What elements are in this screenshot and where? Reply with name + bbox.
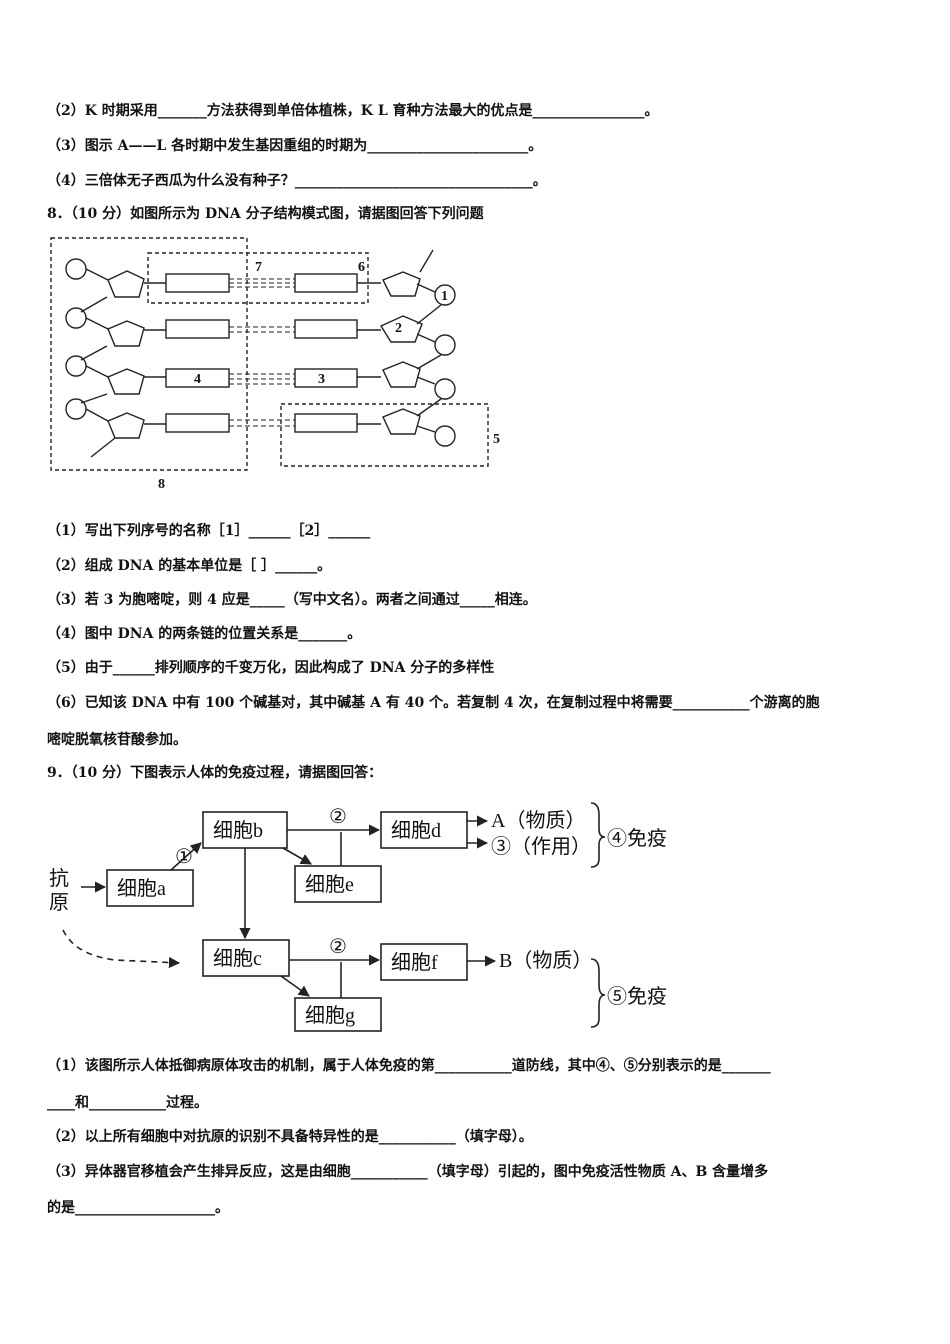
q8-part5: （5）由于______排列顺序的千变万化，因此构成了 DNA 分子的多样性	[47, 660, 495, 676]
antigen-label-2: 原	[49, 892, 69, 914]
label-3: 3	[318, 372, 325, 387]
right-sugars	[379, 271, 423, 435]
q8-part3: （3）若 3 为胞嘧啶，则 4 应是_____（写中文名）。两者之间通过____…	[47, 592, 537, 608]
q7-part4: （4）三倍体无子西瓜为什么没有种子？______________________…	[47, 173, 547, 189]
question-9-title: 9．（10 分）下图表示人体的免疫过程，请据图回答：	[47, 765, 383, 781]
phosphate-1	[434, 284, 456, 306]
left-sugars	[107, 270, 145, 439]
label-1: 1	[441, 289, 448, 304]
label-4: 4	[194, 372, 201, 387]
q9-part3: （3）异体器官移植会产生排异反应，这是由细胞___________（填字母）引起…	[47, 1164, 769, 1180]
step-2-top: ②	[329, 806, 347, 828]
label-7: 7	[255, 260, 262, 275]
question-8-title: 8．（10 分）如图所示为 DNA 分子结构模式图，请据图回答下列问题	[47, 206, 484, 222]
label-2: 2	[395, 321, 402, 336]
cell-c: 细胞c	[213, 947, 262, 970]
dna-structure-diagram: 1 2 3 4 5 6 7 8	[45, 232, 505, 494]
q9-part2: （2）以上所有细胞中对抗原的识别不具备特异性的是___________（填字母）…	[47, 1129, 533, 1145]
product-A: A（物质）	[491, 809, 585, 832]
q9-part3-cont: 的是____________________。	[47, 1200, 229, 1216]
effect-3: ③（作用）	[491, 835, 591, 858]
cell-b: 细胞b	[213, 819, 263, 842]
step-2-bottom: ②	[329, 936, 347, 958]
cell-a: 细胞a	[117, 877, 166, 900]
left-phosphates	[65, 258, 87, 420]
cell-d: 细胞d	[391, 819, 441, 842]
label-8: 8	[158, 477, 165, 492]
q8-part6: （6）已知该 DNA 中有 100 个碱基对，其中碱基 A 有 40 个。若复制…	[47, 695, 820, 711]
cell-g: 细胞g	[305, 1004, 355, 1027]
cell-e: 细胞e	[305, 873, 354, 896]
q8-part2: （2）组成 DNA 的基本单位是［ ］______。	[47, 558, 332, 574]
q9-part1-cont: ____和___________过程。	[47, 1095, 208, 1111]
immunity-5: ⑤免疫	[607, 985, 667, 1008]
q8-part6-cont: 嘧啶脱氧核苷酸参加。	[47, 732, 187, 748]
q8-part4: （4）图中 DNA 的两条链的位置关系是_______。	[47, 626, 362, 642]
cell-f: 细胞f	[391, 951, 438, 974]
immunity-4: ④免疫	[607, 827, 667, 850]
antigen-label-1: 抗	[49, 867, 69, 890]
q7-part3: （3）图示 A——L 各时期中发生基因重组的时期为_______________…	[47, 138, 543, 154]
q7-part2: （2）K 时期采用_______方法获得到单倍体植株，K L 育种方法最大的优点…	[47, 103, 659, 119]
immune-process-diagram: 抗 原 细胞a 细胞b 细胞d 细胞e 细胞c 细胞f 细胞g ① ② ② A（…	[45, 795, 710, 1035]
label-5: 5	[493, 432, 500, 447]
q8-part1: （1）写出下列序号的名称［1］______［2］______	[47, 523, 371, 539]
step-1: ①	[175, 846, 193, 868]
label-6: 6	[358, 260, 365, 275]
product-B: B（物质）	[499, 949, 592, 972]
q9-part1: （1）该图所示人体抵御病原体攻击的机制，属于人体免疫的第___________道…	[47, 1058, 771, 1074]
